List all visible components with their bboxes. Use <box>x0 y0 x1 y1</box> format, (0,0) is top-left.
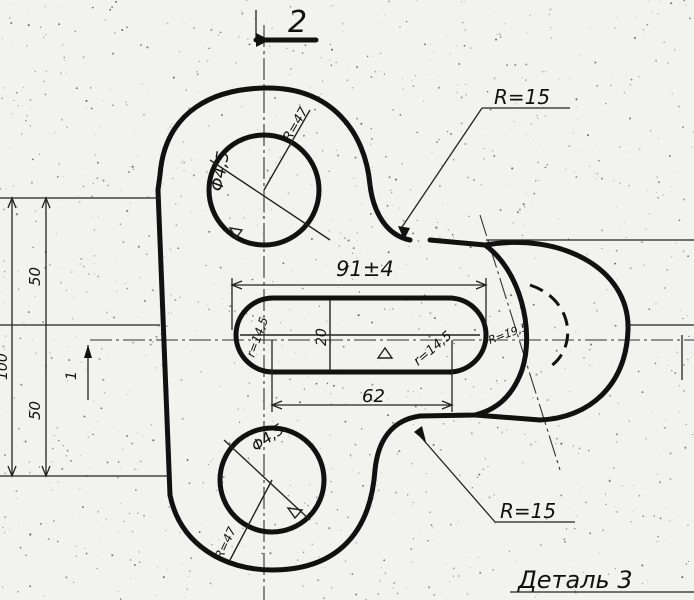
slot-height-label: 20 <box>314 328 330 346</box>
radius-top-right-label: R=15 <box>494 85 550 109</box>
slot-overall-length-label: 91±4 <box>336 257 394 281</box>
hole-bottom-diameter-label: Φ4,5 <box>248 420 288 455</box>
radius-bottom-right-label: R=15 <box>500 499 556 523</box>
hole-top-diameter-label: Φ4,5 <box>207 150 234 193</box>
slot <box>233 295 489 375</box>
datum-mark-label: 1 <box>64 371 80 380</box>
slot-left-radius-label: r=14,5 <box>244 315 271 359</box>
boss-radius-label: R=19,5 <box>487 320 530 346</box>
hole-top-radius-label: R=47 <box>280 104 312 144</box>
dim-left-upper-label: 50 <box>26 267 44 286</box>
part-outline <box>155 85 631 573</box>
section-label: 2 <box>288 5 307 40</box>
dimensions <box>0 10 694 593</box>
part-title: Деталь 3 <box>517 566 633 594</box>
slot-center-length-label: 62 <box>362 386 385 407</box>
dim-left-outer-label: 100 <box>0 353 11 380</box>
hole-bottom-radius-label: R=47 <box>212 525 239 562</box>
hole-bottom <box>217 425 327 561</box>
hole-top <box>206 109 331 248</box>
center-lines <box>90 25 694 600</box>
dim-left-lower-label: 50 <box>26 401 44 420</box>
